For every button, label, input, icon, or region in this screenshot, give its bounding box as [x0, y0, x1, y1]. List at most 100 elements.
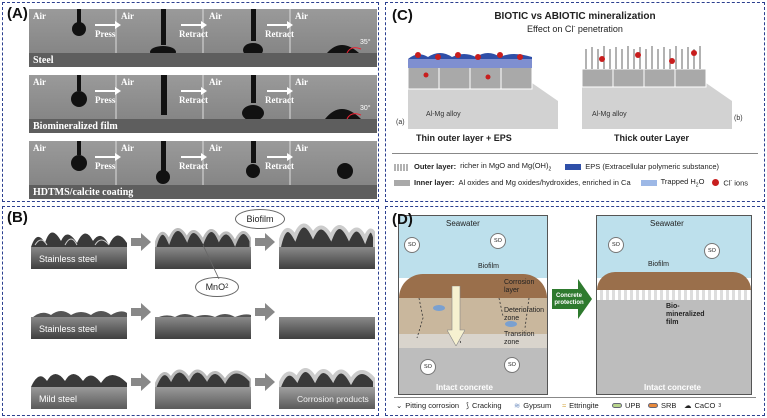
process-arrow-icon [255, 373, 275, 391]
chloride-ion-swatch [712, 179, 720, 187]
press-label: Press [95, 161, 116, 171]
panel-a-label: (A) [7, 5, 28, 22]
air-label: Air [295, 11, 308, 21]
biofilm-label-left: Biofilm [478, 263, 500, 270]
transition-zone [399, 334, 547, 348]
panel-a: (A) Air Air Air Air Press Retract Retrac… [2, 2, 379, 202]
panel-c: (C) BIOTIC vs ABIOTIC mineralization Eff… [385, 2, 765, 202]
subtitle-text: Effect on Cl [527, 24, 574, 34]
stainless-steel-mn-initial: Stainless steel [31, 285, 127, 339]
gypsum-icon: ≋ [514, 401, 521, 410]
surface-label: Biomineralized film [33, 121, 118, 132]
right-arrow-icon [181, 153, 207, 161]
panel-c-title: BIOTIC vs ABIOTIC mineralization [494, 11, 656, 22]
biofilm-texture [31, 355, 127, 389]
alloy-label-left: Al-Mg alloy [426, 111, 461, 118]
legend-divider [394, 397, 756, 398]
right-arrow-icon [267, 153, 293, 161]
seawater-label-left: Seawater [446, 219, 480, 228]
right-arrow-icon [267, 87, 293, 95]
sulfate-ion-icon: SO [504, 357, 520, 373]
mild-steel-corroding [155, 355, 251, 409]
legend-pitting-label: Pitting corrosion [405, 401, 460, 410]
legend-upb-label: UPB [625, 401, 641, 410]
cracking-icon: ⟆ [466, 401, 469, 410]
inner-layer-swatch [394, 179, 410, 186]
legend-ions-end: ions [732, 178, 749, 188]
retract-label: Retract [265, 161, 294, 171]
process-arrow-icon [255, 303, 275, 321]
corrosion-layer-label: Corrosion layer [504, 279, 535, 294]
outer-layer-swatch [394, 163, 408, 171]
air-label: Air [33, 77, 46, 87]
biofilm-texture [279, 215, 375, 251]
legend-eps: EPS (Extracellular polymeric substance) [585, 162, 720, 172]
sulfate-ion-icon: SO [490, 233, 506, 249]
right-arrow-icon [95, 21, 121, 29]
legend-srb: SRB [648, 401, 676, 410]
right-arrow-icon [181, 21, 207, 29]
surface-label: HDTMS/calcite coating [33, 187, 134, 198]
mno2-subscript: 2 [225, 284, 229, 290]
biofilm-callout: Biofilm [235, 209, 285, 229]
retract-label: Retract [265, 95, 294, 105]
biofilm-zone [399, 274, 547, 298]
sulfate-ion-icon: SO [608, 237, 624, 253]
air-label: Air [209, 77, 222, 87]
contact-angle-strip-steel: Air Air Air Air Press Retract Retract 35… [29, 9, 377, 67]
air-label: Air [121, 143, 134, 153]
legend-cracking-label: Cracking [471, 401, 502, 410]
caption-thin: Thin outer layer + EPS [416, 133, 512, 143]
contact-angle-value: 30° [360, 105, 371, 112]
air-label: Air [121, 77, 134, 87]
air-label: Air [295, 77, 308, 87]
legend-cracking: ⟆Cracking [466, 401, 502, 410]
caption-thick: Thick outer Layer [614, 133, 690, 143]
substrate-label: Stainless steel [39, 254, 98, 264]
legend-caco3-sub: 3 [718, 402, 722, 409]
seawater-label-right: Seawater [650, 219, 684, 228]
process-arrow-icon [131, 303, 151, 321]
surface-label: Steel [33, 55, 54, 66]
legend-trapped-main: Trapped H [660, 177, 696, 186]
right-arrow-icon [267, 21, 293, 29]
stainless-steel-initial: Stainless steel [31, 215, 127, 269]
legend-trapped-sub: 2 [695, 182, 699, 189]
right-arrow-icon [95, 153, 121, 161]
ettringite-icon: ≈ [562, 401, 567, 410]
srb-icon [648, 403, 658, 408]
legend-gypsum: ≋Gypsum [514, 401, 551, 410]
contact-angle-strip-hdtms: Air Air Air Air Press Retract Retract HD… [29, 141, 377, 199]
biomineralized-film-label: Bio-mineralized film [666, 303, 705, 326]
legend-upb: UPB [612, 401, 640, 410]
substrate-label: Mild steel [39, 394, 78, 404]
subtitle-text-end: penetration [575, 24, 623, 34]
process-arrow-icon [131, 233, 151, 251]
mno2-text: MnO [205, 282, 226, 292]
deterioration-zone [399, 298, 547, 334]
tag-a: (a) [396, 119, 405, 126]
stainless-steel-clean [279, 285, 375, 339]
legend-ions-main: Cl [723, 178, 731, 188]
intact-zone [597, 300, 751, 394]
thin-layer-schematic [408, 52, 558, 129]
legend-trapped: Trapped H2O [661, 177, 705, 189]
alloy-label-right: Al-Mg alloy [592, 111, 627, 118]
caco3-icon: ☁ [684, 401, 692, 410]
concrete-protection-label: Concrete protection [554, 293, 584, 306]
panel-b-label: (B) [7, 209, 28, 226]
air-label: Air [33, 11, 46, 21]
pitting-icon: ⌄ [396, 401, 403, 410]
sulfate-ion-icon: SO [420, 359, 436, 375]
intact-concrete-label-right: Intact concrete [644, 383, 701, 392]
legend-outer-text-main: richer in MgO and Mg(OH) [460, 161, 549, 170]
blank-surface [279, 285, 375, 319]
concrete-protection-arrow-icon [552, 279, 592, 319]
upb-icon [612, 403, 622, 408]
biofilm-texture [155, 355, 251, 391]
callout-pointer [202, 244, 220, 279]
legend-ettringite-label: Ettringite [569, 401, 599, 410]
eps-swatch [565, 163, 582, 170]
panel-c-subtitle: Effect on Cl- penetration [386, 24, 764, 34]
